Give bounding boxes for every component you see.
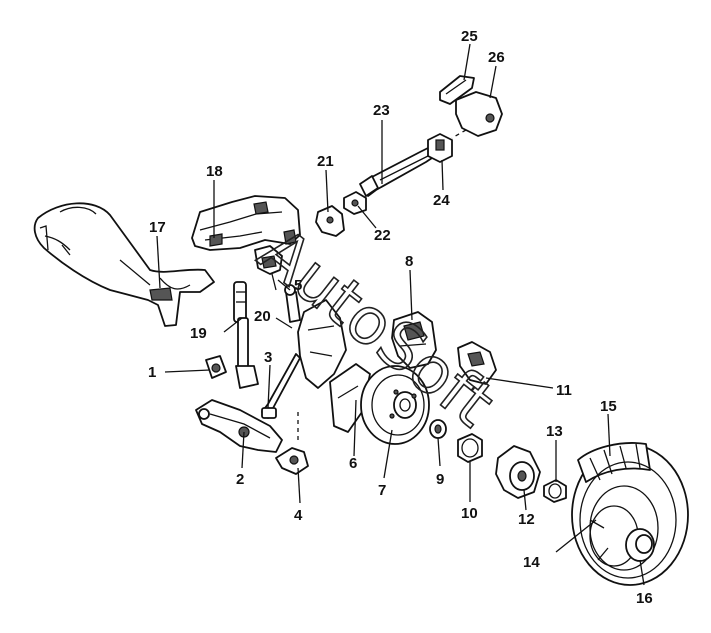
callout-labels: 1 2 3 4 5 6 7 8 9 10 11 12 13 14 15 16 1… xyxy=(148,28,653,607)
part-18-mount-bracket[interactable] xyxy=(191,195,301,251)
part-22-bracket[interactable] xyxy=(343,191,367,215)
callout-2: 2 xyxy=(236,471,244,488)
part-17-crossmember[interactable] xyxy=(33,202,215,327)
part-5-ball-joint[interactable] xyxy=(254,245,283,291)
part-21-clamp[interactable] xyxy=(315,205,345,237)
callout-24: 24 xyxy=(433,192,450,209)
part-25-strap[interactable] xyxy=(439,75,475,105)
callout-26: 26 xyxy=(488,49,505,66)
callout-12: 12 xyxy=(518,511,535,528)
callout-25: 25 xyxy=(461,28,478,45)
callout-15: 15 xyxy=(600,398,617,415)
callout-9: 9 xyxy=(436,471,444,488)
callout-10: 10 xyxy=(461,505,478,522)
part-16-hub-cap[interactable] xyxy=(625,528,655,562)
part-14-rim[interactable] xyxy=(589,505,639,567)
part-13-outer-bearing[interactable] xyxy=(543,479,567,503)
part-11-caliper-bracket[interactable] xyxy=(457,341,497,385)
callout-14: 14 xyxy=(523,554,540,571)
callout-11: 11 xyxy=(556,382,572,399)
part-12-hub[interactable] xyxy=(495,445,541,499)
callout-23: 23 xyxy=(373,102,390,119)
callout-5: 5 xyxy=(294,277,302,294)
callout-22: 22 xyxy=(374,227,391,244)
part-4-ball-joint[interactable] xyxy=(275,410,309,475)
callout-1: 1 xyxy=(148,364,156,381)
part-15-wheel-tyre[interactable] xyxy=(571,442,689,586)
callout-13: 13 xyxy=(546,423,563,440)
part-10-bearing[interactable] xyxy=(457,433,483,463)
callout-20: 20 xyxy=(254,308,271,325)
part-23-steering-shaft[interactable] xyxy=(359,145,439,197)
callout-18: 18 xyxy=(206,163,223,180)
part-19-shock-absorber[interactable] xyxy=(233,281,259,389)
callout-6: 6 xyxy=(349,455,357,472)
callout-3: 3 xyxy=(264,349,272,366)
part-7-brake-disc[interactable] xyxy=(360,365,430,445)
callout-17: 17 xyxy=(149,219,166,236)
callout-4: 4 xyxy=(294,507,303,524)
leader-lines xyxy=(156,43,645,586)
callout-7: 7 xyxy=(378,482,386,499)
callout-19: 19 xyxy=(190,325,207,342)
callout-16: 16 xyxy=(636,590,653,607)
part-26-steering-box[interactable] xyxy=(451,91,503,139)
part-8-caliper[interactable] xyxy=(391,311,437,369)
part-1-bushing[interactable] xyxy=(205,355,227,379)
callout-8: 8 xyxy=(405,253,413,270)
callout-21: 21 xyxy=(317,153,334,170)
part-24-coupling[interactable] xyxy=(427,133,453,163)
